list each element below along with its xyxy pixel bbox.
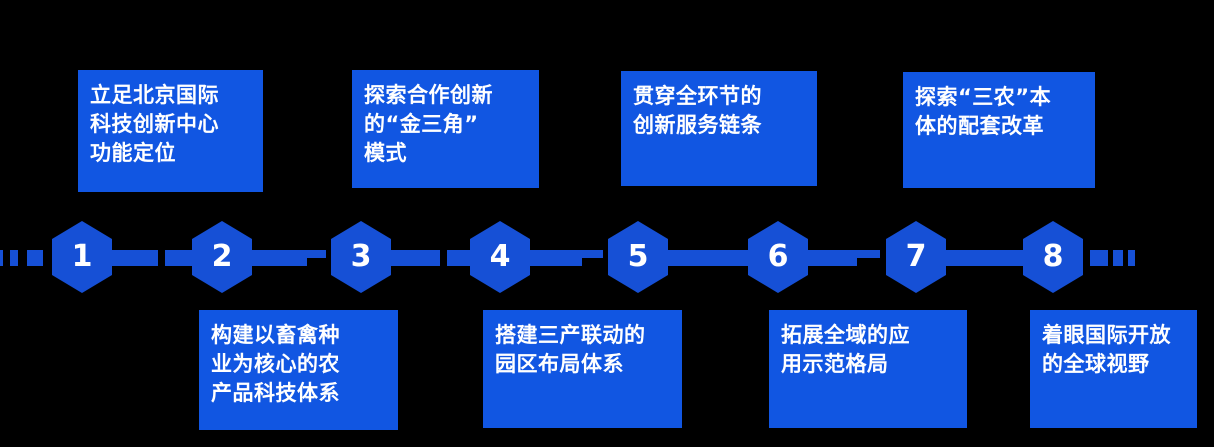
timeline-bar-segment bbox=[307, 250, 326, 258]
node-label-box-4: 搭建三产联动的 园区布局体系 bbox=[483, 310, 682, 428]
timeline-bar-segment bbox=[530, 250, 582, 266]
node-label: 构建以畜禽种 业为核心的农 产品科技体系 bbox=[211, 323, 340, 405]
timeline-dash bbox=[10, 250, 18, 266]
node-label-box-5: 贯穿全环节的 创新服务链条 bbox=[621, 71, 817, 186]
node-number: 2 bbox=[211, 239, 233, 274]
node-number: 3 bbox=[350, 239, 372, 274]
node-label-box-1: 立足北京国际 科技创新中心 功能定位 bbox=[78, 70, 263, 192]
node-number: 1 bbox=[71, 239, 93, 274]
timeline-node-8: 8 bbox=[1023, 221, 1083, 293]
node-label-box-3: 探索合作创新 的“金三角” 模式 bbox=[352, 70, 539, 188]
timeline-node-5: 5 bbox=[608, 221, 668, 293]
node-label: 搭建三产联动的 园区布局体系 bbox=[495, 323, 646, 376]
timeline-bar-segment bbox=[447, 250, 471, 266]
node-number: 7 bbox=[905, 239, 927, 274]
timeline-bar-segment bbox=[668, 250, 749, 266]
timeline-dash bbox=[1113, 250, 1123, 266]
node-label-box-7: 探索“三农”本 体的配套改革 bbox=[903, 72, 1095, 188]
node-number: 4 bbox=[489, 239, 511, 274]
timeline-bar-segment bbox=[252, 250, 307, 266]
node-label-box-8: 着眼国际开放 的全球视野 bbox=[1030, 310, 1197, 428]
node-label: 着眼国际开放 的全球视野 bbox=[1042, 323, 1171, 376]
timeline-bar-segment bbox=[857, 250, 880, 258]
timeline-node-2: 2 bbox=[192, 221, 252, 293]
node-label: 立足北京国际 科技创新中心 功能定位 bbox=[90, 83, 219, 165]
timeline-node-4: 4 bbox=[470, 221, 530, 293]
timeline-bar-segment bbox=[391, 250, 440, 266]
timeline-bar-segment bbox=[582, 250, 603, 258]
timeline-dash bbox=[1090, 250, 1108, 266]
node-label-box-6: 拓展全域的应 用示范格局 bbox=[769, 310, 967, 428]
node-number: 5 bbox=[627, 239, 649, 274]
timeline-node-1: 1 bbox=[52, 221, 112, 293]
timeline-bar-segment bbox=[946, 250, 1024, 266]
node-number: 8 bbox=[1042, 239, 1064, 274]
timeline-bar-segment bbox=[112, 250, 158, 266]
timeline-dash bbox=[1128, 250, 1135, 266]
node-label: 贯穿全环节的 创新服务链条 bbox=[633, 84, 762, 137]
node-label: 探索合作创新 的“金三角” 模式 bbox=[364, 83, 493, 165]
timeline-node-3: 3 bbox=[331, 221, 391, 293]
node-label-box-2: 构建以畜禽种 业为核心的农 产品科技体系 bbox=[199, 310, 398, 430]
node-label: 探索“三农”本 体的配套改革 bbox=[915, 85, 1052, 138]
timeline-node-7: 7 bbox=[886, 221, 946, 293]
timeline-bar-segment bbox=[165, 250, 194, 266]
timeline-dash bbox=[0, 250, 3, 266]
timeline-bar-segment bbox=[808, 250, 857, 266]
node-label: 拓展全域的应 用示范格局 bbox=[781, 323, 910, 376]
timeline-dash bbox=[27, 250, 43, 266]
node-number: 6 bbox=[767, 239, 789, 274]
timeline-node-6: 6 bbox=[748, 221, 808, 293]
